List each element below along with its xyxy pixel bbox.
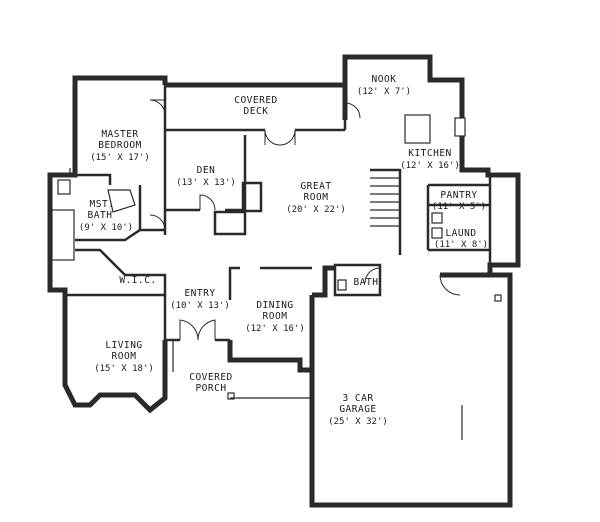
garage-dim: (25' X 32'): [328, 417, 388, 427]
door-deck-a: [264, 129, 281, 146]
hall-closet: [213, 210, 247, 236]
wall-kitchen-outer: [342, 54, 521, 275]
living-label-1: LIVING: [105, 340, 142, 351]
master-dim: (15' X 17'): [90, 153, 150, 163]
garage-label-1: 3 CAR: [342, 393, 373, 404]
covered-porch-label-2: PORCH: [195, 383, 226, 394]
kitchen-dim: (12' X 16'): [400, 161, 460, 171]
den-closet: [241, 181, 263, 213]
washer-icon: [431, 212, 443, 224]
wic-label: W.I.C.: [119, 275, 156, 286]
laund-dim: (11' X 8'): [434, 240, 488, 250]
pantry-dim: (11' X 5'): [432, 202, 486, 212]
master-label-1: MASTER: [101, 129, 138, 140]
stair-treads: [370, 177, 400, 227]
nook-label: NOOK: [372, 74, 397, 85]
master-label-2: BEDROOM: [98, 140, 142, 151]
bath-toilet-icon: [337, 279, 347, 291]
door-master-hall: [149, 214, 166, 231]
dining-label-2: ROOM: [263, 311, 288, 322]
great-room-label-1: GREAT: [300, 181, 331, 192]
door-bath: [364, 267, 381, 284]
interior-walls: [65, 85, 492, 342]
shower-icon: [107, 189, 136, 213]
door-deck-b: [279, 129, 296, 146]
wall-garage-step: [312, 265, 335, 298]
room-labels: NOOK (12' X 7') COVERED DECK MASTER BEDR…: [79, 74, 488, 427]
door-den: [199, 194, 216, 211]
wall-wic: [65, 248, 167, 297]
wall-mbath-bottom: [75, 228, 165, 242]
doors: [149, 99, 461, 341]
mst-bath-label-1: MST.: [90, 199, 115, 210]
mst-bath-dim: (9' X 10'): [79, 223, 133, 233]
living-dim: (15' X 18'): [94, 364, 154, 374]
dining-dim: (12' X 16'): [245, 324, 305, 334]
great-room-dim: (20' X 22'): [286, 205, 346, 215]
door-entry-right: [197, 319, 216, 341]
laund-label: LAUND: [445, 228, 476, 239]
garage-label-2: GARAGE: [339, 404, 376, 415]
covered-deck-label-1: COVERED: [234, 95, 278, 106]
kitchen-label: KITCHEN: [408, 148, 452, 159]
entry-label: ENTRY: [184, 288, 215, 299]
porch-column: [164, 340, 174, 372]
den-dim: (13' X 13'): [176, 178, 236, 188]
nook-dim: (12' X 7'): [357, 87, 411, 97]
kitchen-island: [404, 114, 431, 144]
garage-post-icon: [494, 294, 502, 302]
toilet-icon: [57, 179, 71, 195]
mst-bath-label-2: BATH: [88, 210, 113, 221]
tub-surround: [51, 209, 75, 261]
range-icon: [454, 117, 466, 137]
wall-master-outer: [47, 75, 168, 328]
wall-garage: [309, 272, 513, 508]
wall-stair: [370, 168, 402, 255]
wall-mbath-top: [75, 173, 112, 185]
half-bath-wall: [333, 263, 382, 297]
covered-deck-label-2: DECK: [244, 106, 269, 117]
porch-post-icon: [227, 392, 235, 400]
dining-label-1: DINING: [256, 300, 293, 311]
covered-porch-label-1: COVERED: [189, 372, 233, 383]
door-master-deck: [149, 99, 166, 116]
pantry-label: PANTRY: [440, 190, 477, 201]
bath-label: BATH: [354, 277, 379, 288]
dryer-icon: [431, 227, 443, 239]
wall-entry-right: [228, 266, 240, 300]
living-label-2: ROOM: [112, 351, 137, 362]
entry-dim: (10' X 13'): [170, 301, 230, 311]
wall-living-bay: [62, 328, 168, 414]
door-nook-deck: [344, 102, 361, 119]
door-entry-left: [179, 319, 199, 341]
fixtures: [51, 114, 502, 500]
door-laundry-garage: [439, 274, 461, 296]
den-label: DEN: [197, 165, 216, 176]
great-room-label-2: ROOM: [304, 192, 329, 203]
